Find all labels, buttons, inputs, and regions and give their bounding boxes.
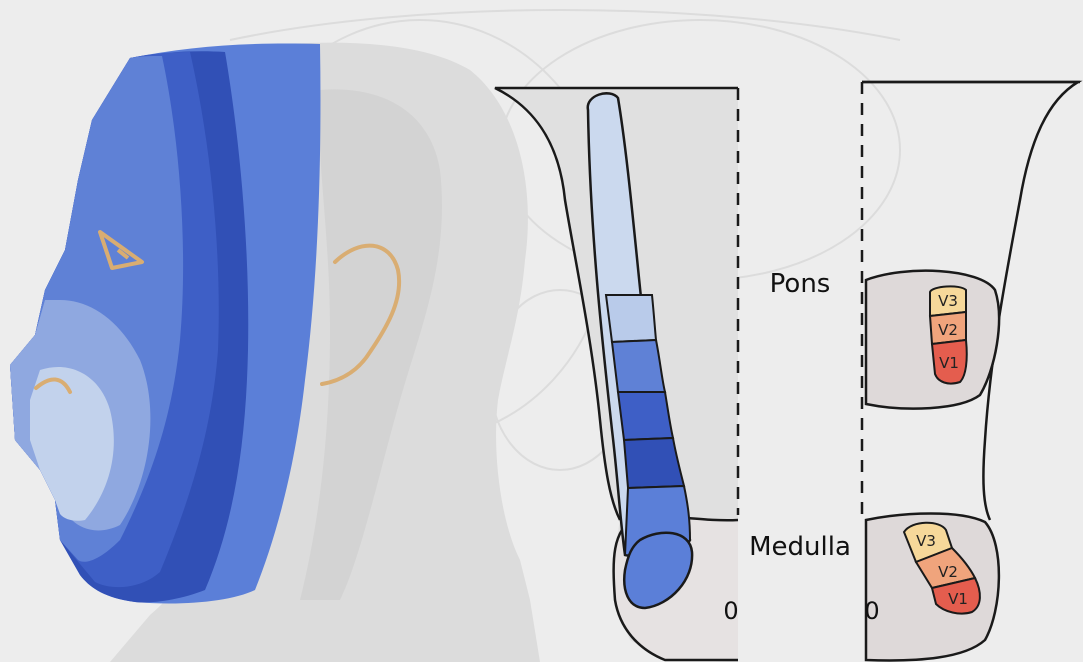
pons-nucleus: V3 V2 V1 — [930, 286, 967, 383]
pons-label-v2: V2 — [938, 321, 958, 339]
brainstem-right-half: V3 V2 V1 V3 V2 V1 — [862, 82, 1080, 660]
obex-marker-right: 0 — [864, 597, 879, 625]
tract-segment-4 — [624, 438, 684, 488]
tract-segment-1 — [606, 295, 656, 342]
head-profile — [10, 43, 540, 662]
medulla-label-v3: V3 — [916, 532, 936, 550]
medulla-label-v2: V2 — [938, 563, 958, 581]
label-pons: Pons — [770, 269, 831, 299]
medulla-label-v1: V1 — [948, 590, 968, 608]
pons-label-v1: V1 — [939, 354, 959, 372]
tract-segment-3 — [618, 392, 673, 440]
pons-label-v3: V3 — [938, 292, 958, 310]
label-medulla: Medulla — [749, 532, 851, 562]
obex-marker-left: 0 — [723, 597, 738, 625]
brainstem-left-half — [495, 88, 738, 662]
tract-segment-2 — [612, 340, 665, 392]
